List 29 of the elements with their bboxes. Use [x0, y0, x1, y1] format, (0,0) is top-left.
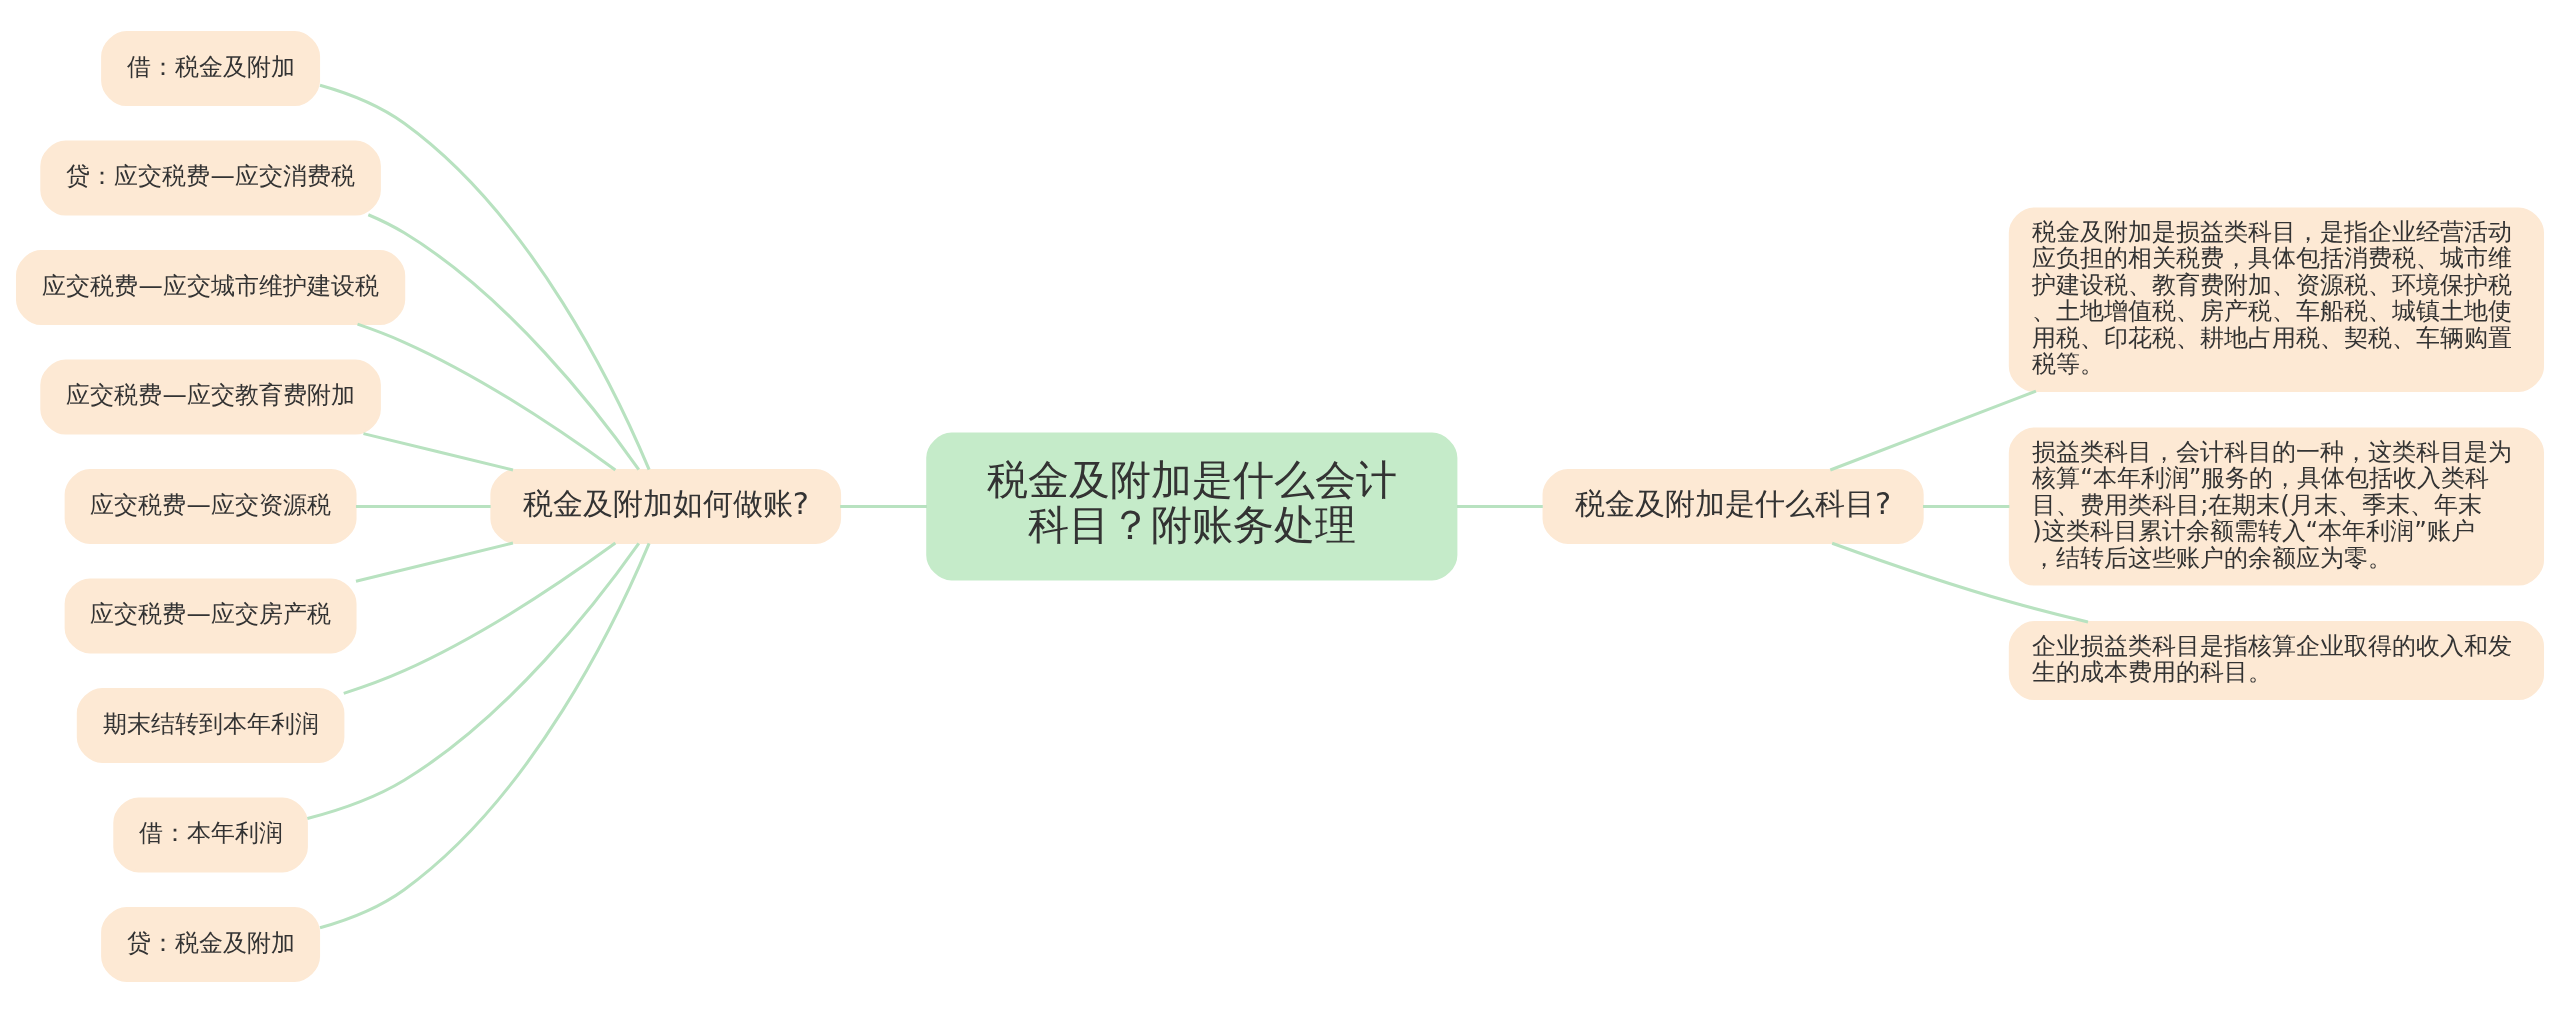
node-box: 应交税费—应交资源税	[64, 469, 357, 544]
connector	[355, 541, 514, 583]
node-box: 应交税费—应交教育费附加	[40, 359, 381, 435]
node-box: 税金及附加是什么会计科目？附账务处理	[926, 432, 1458, 581]
connector	[355, 505, 491, 508]
connector	[1456, 505, 1543, 508]
node-box: 损益类科目，会计科目的一种，这类科目是为核算“本年利润”服务的，具体包括收入类科目、费用类科目;在期末(月末、季末、年末)这类科目累计余额需转入“本年利润”账户，结转后这些账户的余额应为零。	[2008, 427, 2545, 586]
connector	[1831, 541, 2089, 624]
connector	[1923, 505, 2010, 508]
node-box: 期末结转到本年利润	[76, 687, 345, 763]
node-box: 税金及附加是什么科目?	[1542, 469, 1924, 544]
connector	[367, 213, 640, 471]
connector	[319, 542, 651, 930]
node-box: 企业损益类科目是指核算企业取得的收入和发生的成本费用的科目。	[2008, 621, 2545, 701]
node-box: 应交税费—应交城市维护建设税	[15, 250, 406, 326]
connector	[307, 542, 640, 820]
node-box: 税金及附加是损益类科目，是指企业经营活动应负担的相关税费，具体包括消费税、城市维护建设税、教育费附加、资源税、环境保护税、土地增值税、房产税、车船税、城镇土地使用税、印花税、耕地占用税、契税、车辆购置税等。	[2008, 207, 2545, 392]
node-box: 贷：税金及附加	[101, 906, 321, 982]
node-box: 贷：应交税费—应交消费税	[40, 140, 381, 216]
connector	[840, 505, 927, 508]
node-box: 借：本年利润	[113, 797, 308, 873]
connector	[363, 432, 514, 472]
node-box: 借：税金及附加	[101, 31, 321, 107]
node-box: 应交税费—应交房产税	[64, 578, 357, 654]
connector	[357, 322, 617, 472]
node-box: 税金及附加如何做账?	[490, 469, 842, 544]
connector	[343, 541, 617, 695]
connector	[1829, 389, 2037, 472]
connector	[319, 83, 651, 471]
